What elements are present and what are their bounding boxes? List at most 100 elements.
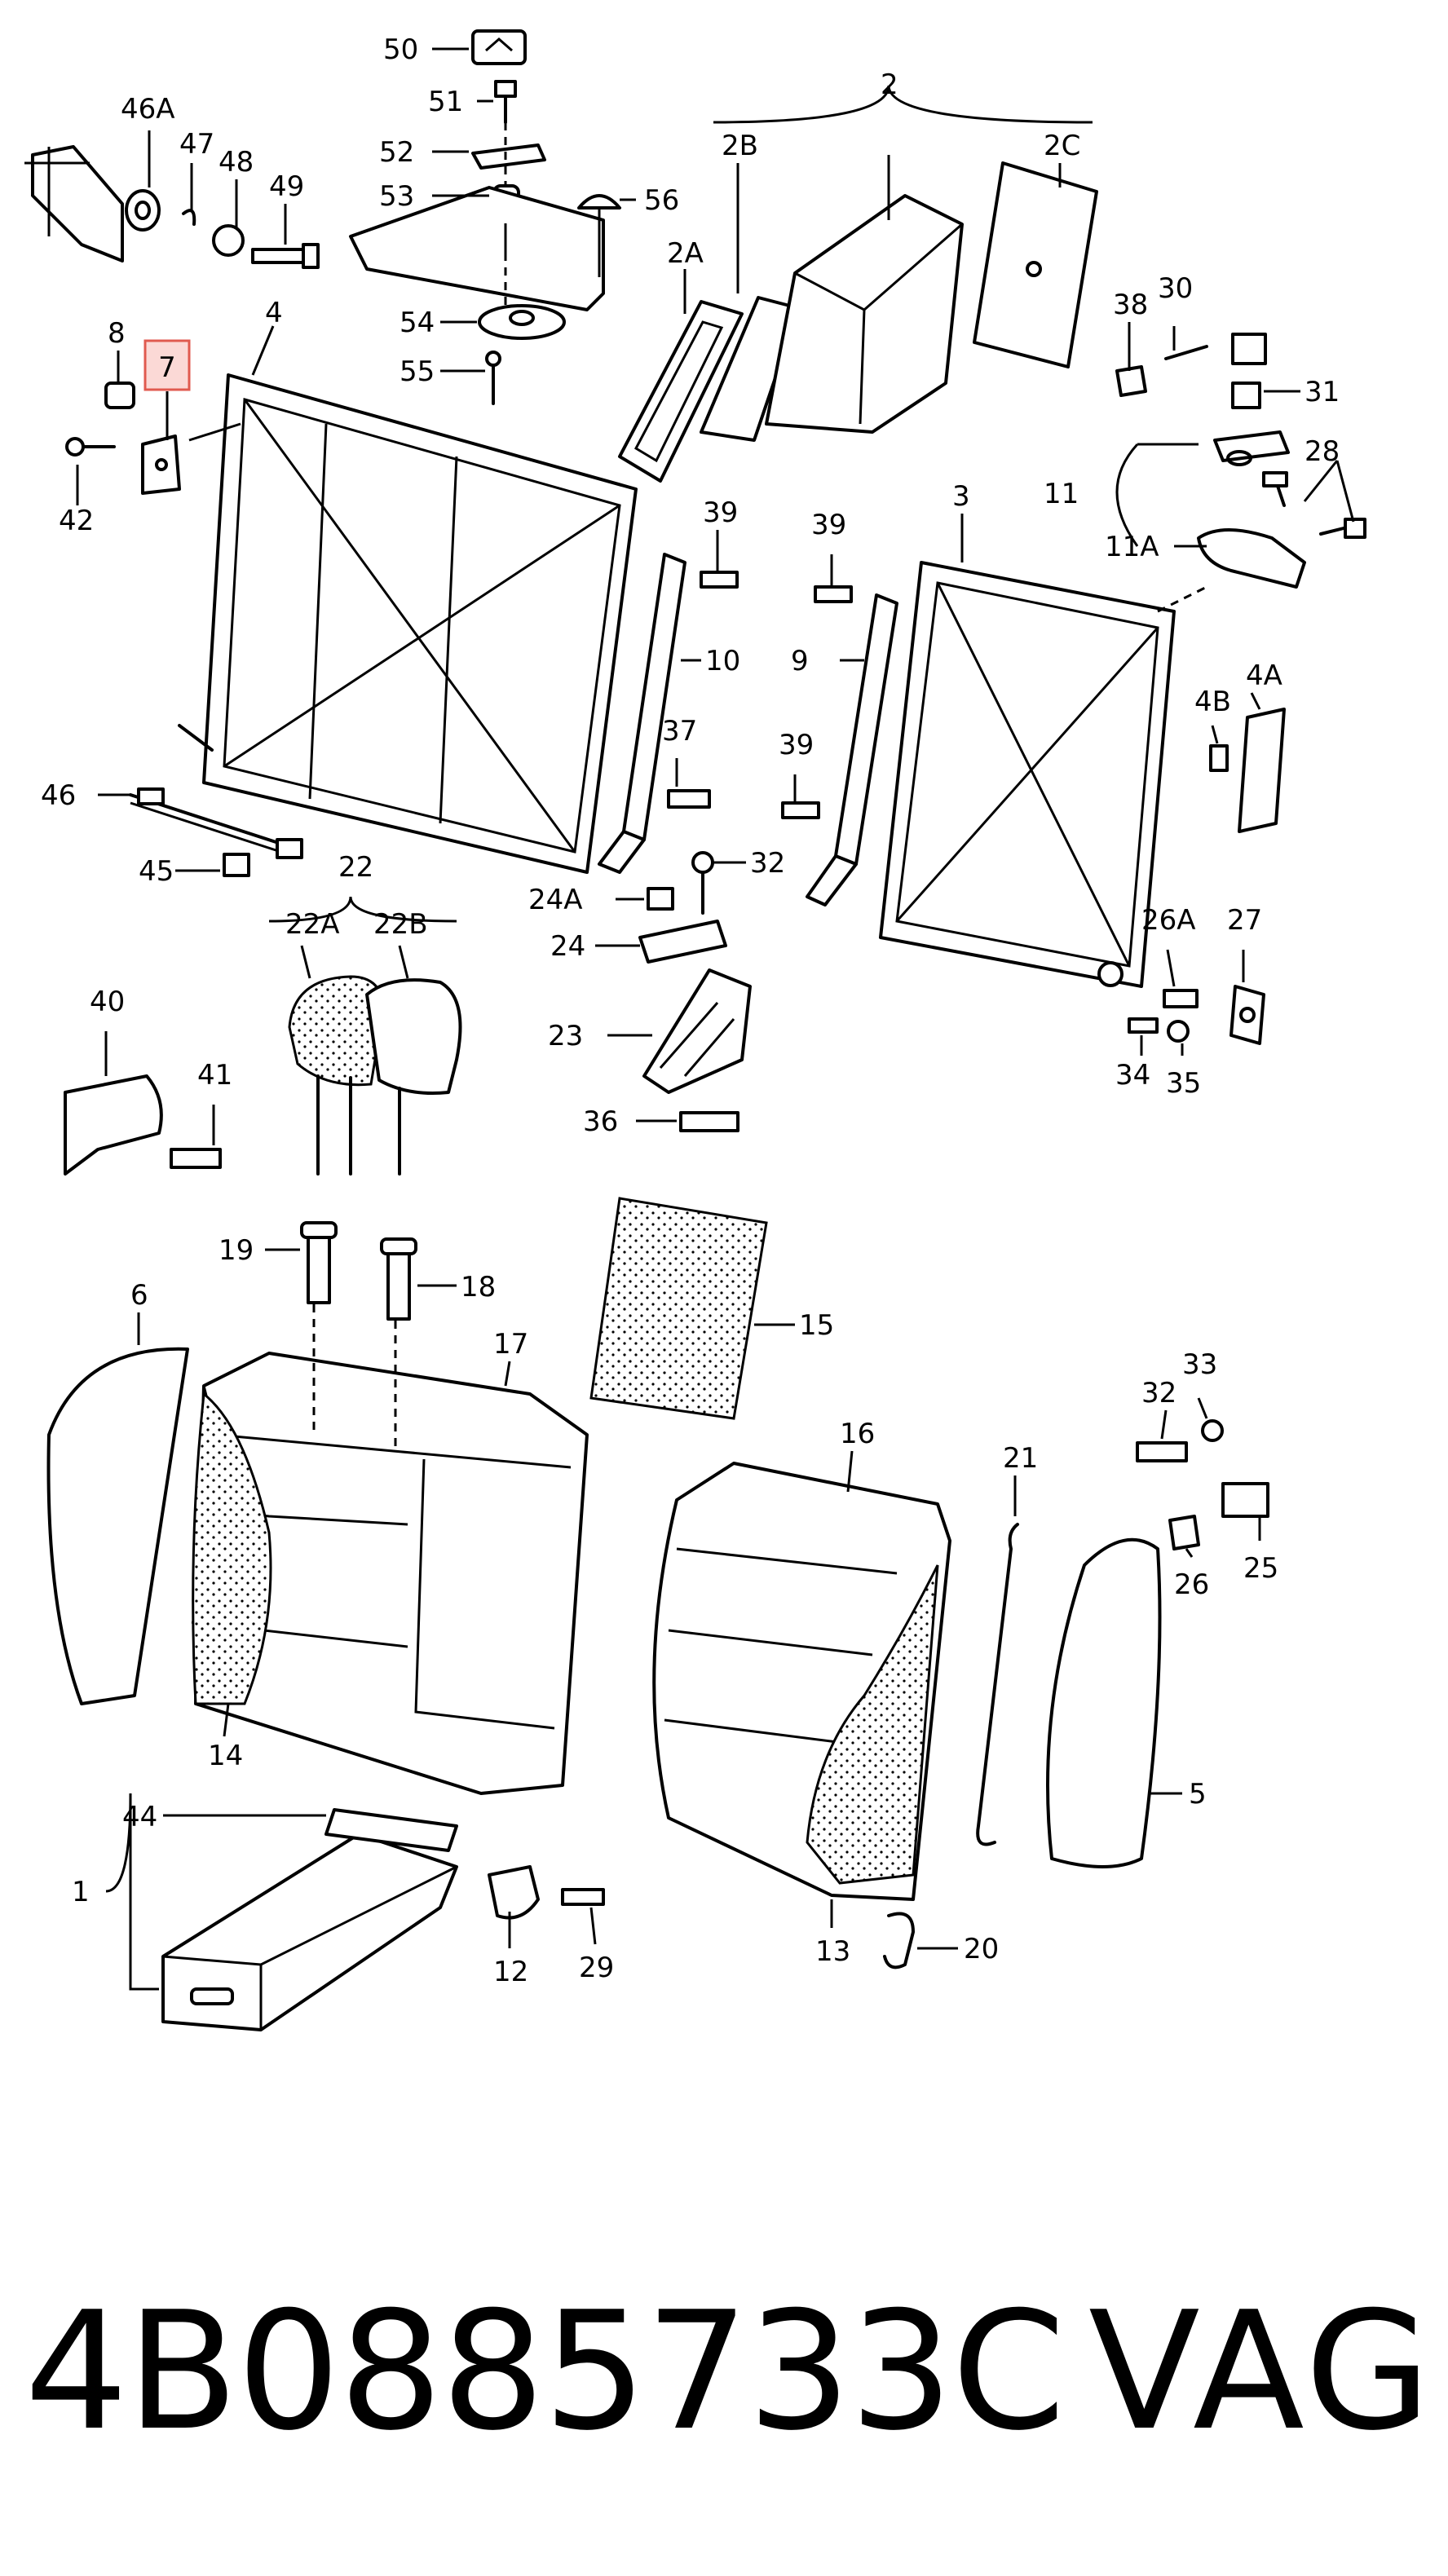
label-24: 24	[550, 930, 585, 963]
label-39-a: 39	[703, 496, 738, 529]
label-33: 33	[1182, 1348, 1217, 1381]
part-13-foam-edge	[806, 1564, 939, 1885]
label-39-b: 39	[811, 509, 846, 541]
part-6-side-bolster	[46, 1347, 189, 1705]
part-28-screws	[1262, 471, 1366, 539]
footer: 4B0885733C VAG	[0, 2283, 1448, 2462]
part-50-cap	[471, 29, 527, 65]
part-23-bracket	[642, 968, 752, 1094]
label-10: 10	[705, 645, 740, 677]
part-2C-lid	[973, 161, 1098, 368]
label-20: 20	[964, 1933, 999, 1965]
label-26A: 26A	[1141, 904, 1196, 937]
label-21: 21	[1003, 1442, 1038, 1475]
label-11: 11	[1044, 478, 1079, 510]
part-51-bolt	[494, 80, 517, 124]
label-18: 18	[461, 1271, 496, 1303]
label-39-c: 39	[779, 729, 814, 761]
part-32-screw-a	[691, 851, 714, 915]
part-2A-frame	[618, 300, 744, 483]
label-22: 22	[338, 851, 373, 884]
label-47: 47	[179, 128, 214, 161]
dashed-assembly-lines	[312, 122, 1207, 1451]
part-10-rail	[598, 553, 686, 874]
label-54: 54	[400, 307, 435, 339]
label-13: 13	[815, 1935, 850, 1968]
part-35-washer	[1167, 1020, 1190, 1043]
part-18-guide	[380, 1237, 417, 1321]
label-6: 6	[130, 1279, 148, 1312]
label-50: 50	[383, 33, 418, 66]
label-56: 56	[644, 184, 679, 217]
part-labels: 50 51 52 53 54 55 56 2 2B 2C 2A 46A 47 4…	[41, 33, 1340, 1988]
part-46A-grommet	[125, 189, 161, 232]
label-22A: 22A	[285, 908, 340, 941]
part-47-clip	[182, 209, 196, 226]
label-1: 1	[72, 1876, 90, 1908]
label-45: 45	[139, 855, 174, 888]
part-36-screw	[679, 1111, 739, 1132]
label-9: 9	[791, 645, 809, 677]
part-number: 4B0885733C	[24, 2277, 1066, 2467]
label-22B: 22B	[373, 908, 428, 941]
label-40: 40	[90, 986, 125, 1018]
part-39-screw-a	[700, 571, 739, 589]
part-19-guide	[300, 1221, 338, 1304]
part-34-bolt	[1128, 1017, 1159, 1034]
parts-38-30-31	[1115, 333, 1267, 409]
label-17: 17	[493, 1328, 528, 1361]
brand-name: VAG	[1088, 2277, 1435, 2467]
label-52: 52	[379, 136, 414, 169]
part-4B-clip	[1209, 744, 1229, 772]
part-5-side-bolster	[1046, 1537, 1162, 1868]
label-3: 3	[952, 480, 970, 513]
part-55-screw	[485, 351, 501, 405]
part-39-screws-b	[781, 585, 853, 819]
highlight-part-7[interactable]: 7	[143, 339, 191, 391]
part-bracket-topleft	[24, 145, 124, 262]
part-40-cover	[64, 1074, 163, 1176]
part-24A-clip	[647, 887, 674, 911]
part-11-lock	[1213, 430, 1290, 466]
label-30: 30	[1158, 272, 1193, 305]
label-2B: 2B	[722, 130, 758, 162]
label-34: 34	[1115, 1059, 1150, 1092]
part-45-clip	[223, 853, 250, 877]
part-33-washer	[1201, 1419, 1224, 1442]
label-4A: 4A	[1246, 659, 1282, 692]
exploded-parts-diagram: 7 50 51 52 53 54 55 56 2 2B 2C 2A 46A 47…	[24, 29, 1366, 2031]
part-37-screw	[667, 789, 711, 809]
part-3-frame	[879, 561, 1176, 988]
label-38: 38	[1113, 289, 1148, 321]
label-23: 23	[548, 1020, 583, 1052]
part-44-cover	[324, 1808, 458, 1852]
part-8-cap	[104, 382, 135, 409]
label-5: 5	[1189, 1778, 1207, 1811]
label-31: 31	[1305, 376, 1340, 408]
part-52-clip	[471, 143, 546, 170]
label-44: 44	[122, 1801, 157, 1833]
part-24-bracket	[638, 920, 727, 964]
label-15: 15	[799, 1309, 834, 1342]
label-27: 27	[1227, 904, 1262, 937]
label-48: 48	[219, 146, 254, 179]
leader-lines	[76, 47, 1355, 1991]
label-19: 19	[219, 1234, 254, 1267]
label-42: 42	[59, 505, 94, 537]
label-41: 41	[197, 1059, 232, 1092]
part-7-bracket	[141, 434, 181, 495]
label-2A: 2A	[667, 237, 704, 270]
label-24A: 24A	[528, 884, 583, 916]
label-28: 28	[1305, 435, 1340, 468]
part-12-bracket	[488, 1865, 540, 1920]
label-7-highlight: 7	[158, 351, 176, 384]
part-46-rod	[129, 787, 303, 859]
label-55: 55	[400, 355, 435, 388]
part-32-screw-b	[1136, 1441, 1188, 1462]
part-14-foam-edge	[192, 1392, 272, 1705]
part-22B-headrest	[365, 978, 462, 1176]
part-4-frame	[178, 373, 638, 874]
part-20-hook	[883, 1912, 915, 1969]
label-4B: 4B	[1194, 686, 1231, 718]
label-12: 12	[493, 1956, 528, 1988]
